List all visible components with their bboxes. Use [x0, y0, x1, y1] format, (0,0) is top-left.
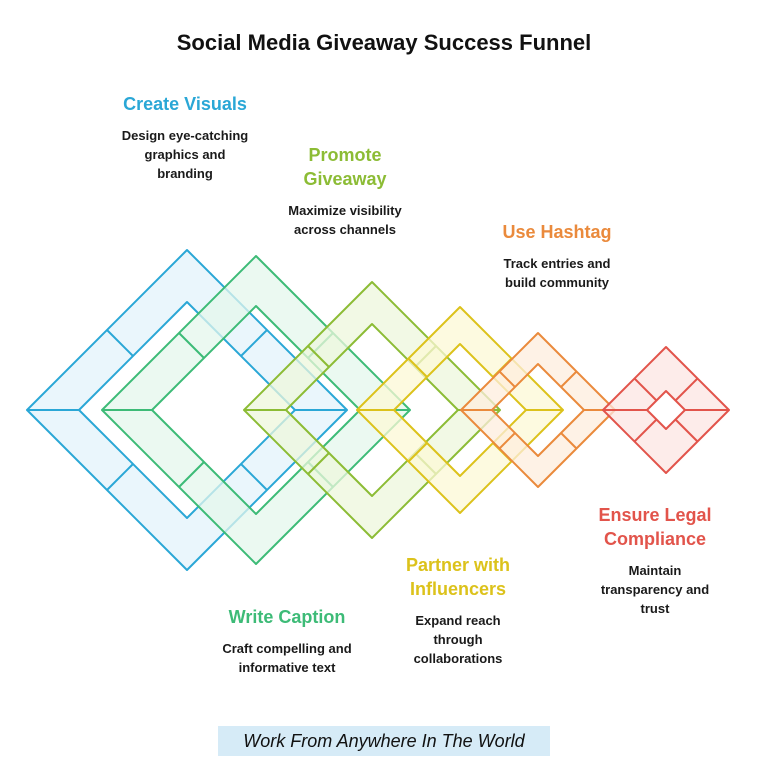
frame-bevel — [633, 418, 658, 443]
step-description: Maintain transparency and trust — [600, 563, 710, 616]
frame-bevel — [498, 370, 516, 388]
step-title: Use Hashtag — [502, 222, 612, 242]
frame-bevel — [240, 463, 268, 491]
step-description: Expand reach through collaborations — [413, 613, 503, 666]
frame-bevel — [106, 329, 134, 357]
frame-bevel — [307, 452, 330, 475]
frame-create-visuals — [26, 249, 348, 571]
frame-bevel — [633, 377, 658, 402]
step-label-promote-giveaway: Promote Giveaway Maximize visibility acr… — [265, 143, 425, 239]
frame-bevel — [674, 377, 699, 402]
step-description: Maximize visibility across channels — [288, 203, 402, 237]
step-description: Design eye-catching graphics and brandin… — [121, 128, 249, 181]
step-title: Write Caption — [228, 607, 346, 627]
frame-bevel — [407, 442, 428, 463]
step-description: Craft compelling and informative text — [222, 641, 352, 675]
frame-bevel — [674, 418, 699, 443]
diagram-title: Social Media Giveaway Success Funnel — [176, 30, 592, 55]
frame-bevel — [240, 329, 268, 357]
frame-bevel — [498, 432, 516, 450]
step-label-legal-compliance: Ensure Legal Compliance Maintain transpa… — [575, 503, 735, 618]
step-title: Ensure Legal Compliance — [598, 505, 712, 549]
frame-bevel — [178, 332, 205, 359]
step-label-use-hashtag: Use Hashtag Track entries and build comm… — [477, 220, 637, 292]
frame-bevel — [178, 461, 205, 488]
step-title: Partner with Influencers — [405, 555, 511, 599]
frame-legal-compliance — [602, 346, 730, 474]
step-label-write-caption: Write Caption Craft compelling and infor… — [187, 605, 387, 677]
frame-bevel — [307, 345, 330, 368]
frame-use-hashtag — [460, 332, 616, 488]
step-description: Track entries and build community — [503, 256, 611, 290]
step-title: Create Visuals — [123, 94, 247, 114]
frame-bevel — [560, 370, 578, 388]
step-label-create-visuals: Create Visuals Design eye-catching graph… — [95, 92, 275, 183]
step-title: Promote Giveaway — [303, 145, 387, 189]
frame-bevel — [106, 463, 134, 491]
step-label-partner-influencers: Partner with Influencers Expand reach th… — [378, 553, 538, 668]
footer-banner: Work From Anywhere In The World — [218, 726, 550, 756]
frame-bevel — [560, 432, 578, 450]
frame-bevel — [407, 357, 428, 378]
